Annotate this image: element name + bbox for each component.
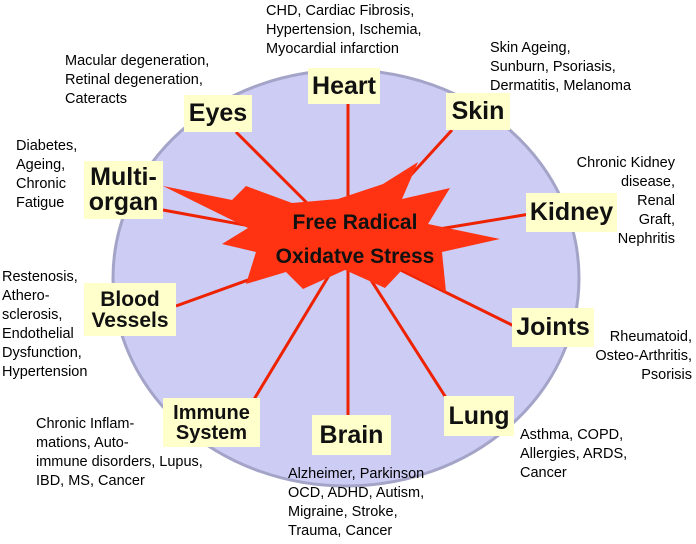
organ-lung: Lung [444, 396, 514, 436]
organ-heart: Heart [308, 68, 380, 104]
center-label: Free Radical Oxidatve Stress [275, 211, 435, 268]
diseases-kidney: Chronic Kidney disease, Renal Graft, Nep… [576, 155, 675, 247]
diseases-brain: Alzheimer, Parkinson OCD, ADHD, Autism, … [288, 466, 425, 539]
diseases-immune-system: Chronic Inflam- mations, Auto- immune di… [36, 416, 203, 489]
organ-eyes: Eyes [184, 95, 252, 132]
diseases-joints: Rheumatoid, Osteo-Arthritis, Psorisis [595, 329, 692, 383]
organ-immune-system: Immune System [163, 398, 260, 447]
diseases-lung: Asthma, COPD, Allergies, ARDS, Cancer [520, 427, 628, 481]
organ-kidney: Kidney [526, 193, 617, 232]
diseases-blood-vessels: Restenosis, Athero- sclerosis, Endotheli… [2, 269, 88, 380]
starburst-shape [163, 162, 500, 292]
organ-brain: Brain [312, 415, 391, 455]
organ-skin: Skin [446, 93, 510, 130]
organ-multi-organ: Multi- organ [84, 161, 163, 219]
diseases-multi-organ: Diabetes, Ageing, Chronic Fatigue [16, 138, 78, 211]
diseases-heart: CHD, Cardiac Fibrosis, Hypertension, Isc… [266, 3, 422, 57]
diseases-skin: Skin Ageing, Sunburn, Psoriasis, Dermati… [490, 40, 632, 94]
organ-joints: Joints [512, 308, 594, 347]
diseases-eyes: Macular degeneration, Retinal degenerati… [65, 53, 210, 107]
organ-blood-vessels: Blood Vessels [84, 283, 176, 336]
